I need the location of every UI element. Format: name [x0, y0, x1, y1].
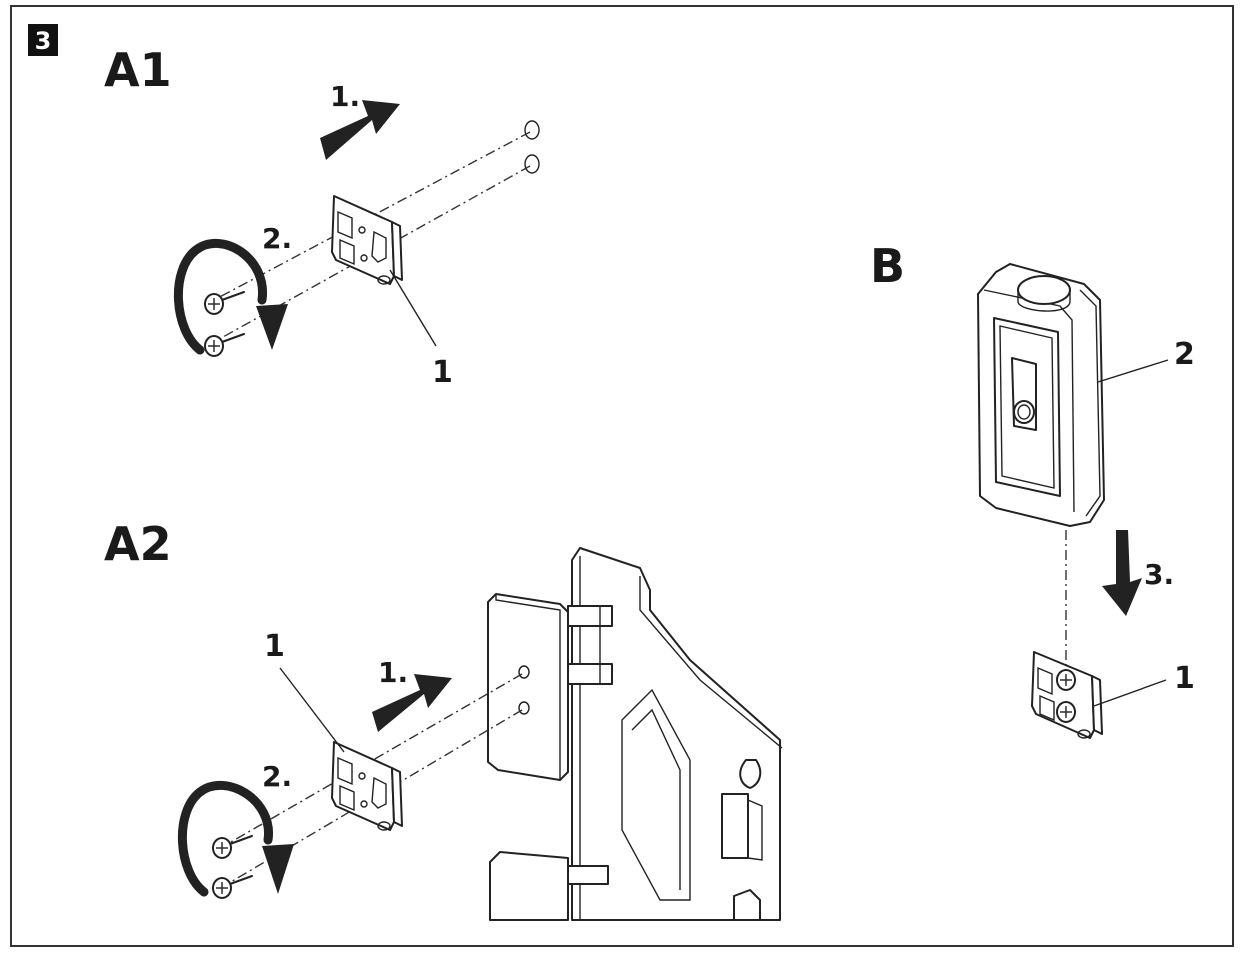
leader-part-1-a2: [279, 667, 345, 753]
rotate-arrow-a1: [174, 238, 288, 355]
bracket-label-b: 1: [1174, 661, 1195, 696]
panel-b-label: B: [870, 239, 905, 293]
screw-top-a2: [212, 835, 253, 859]
panel-a2: A2 1.: [104, 517, 783, 921]
figure-frame: [10, 5, 1234, 947]
bracket-a1: [331, 195, 403, 285]
wall-hole-bottom-a2: [518, 701, 530, 715]
screw-bottom-a2: [212, 875, 253, 899]
centerline-top-a2: [223, 673, 523, 847]
figure-number-badge: 3: [28, 24, 58, 56]
leader-part-1-a1: [389, 269, 437, 347]
leader-device-b: [1097, 359, 1169, 383]
part-label-a1: 1: [432, 355, 453, 390]
wall-mount-plate: [487, 547, 783, 921]
step-slide-label-b: 3.: [1144, 558, 1174, 591]
part-label-a2: 1: [264, 629, 285, 664]
figure-number: 3: [35, 27, 52, 55]
device: [977, 263, 1105, 527]
slide-down-arrow-b: [1102, 530, 1142, 616]
push-arrow-a1: [320, 100, 400, 160]
panel-a1: A1 1.: [104, 43, 540, 390]
rotate-arrow-a2: [178, 780, 294, 897]
bracket-a2: [331, 741, 403, 831]
step-push-label-a2: 1.: [378, 656, 408, 689]
step-screw-label-a1: 2.: [262, 222, 292, 255]
panel-a1-label: A1: [104, 43, 172, 97]
wall-hole-top-a1: [524, 120, 540, 140]
bracket-b: [1031, 651, 1103, 739]
wall-hole-bottom-a1: [524, 154, 540, 174]
screw-bottom-a1: [204, 333, 245, 357]
screw-top-a1: [204, 291, 245, 315]
step-push-label-a1: 1.: [330, 80, 360, 113]
panel-b: B 2 3.: [870, 239, 1195, 739]
step-screw-label-a2: 2.: [262, 760, 292, 793]
panel-a2-label: A2: [104, 517, 172, 571]
device-label-b: 2: [1174, 337, 1195, 372]
leader-bracket-b: [1093, 679, 1167, 707]
push-arrow-a2: [372, 674, 452, 732]
wall-hole-top-a2: [518, 665, 530, 679]
